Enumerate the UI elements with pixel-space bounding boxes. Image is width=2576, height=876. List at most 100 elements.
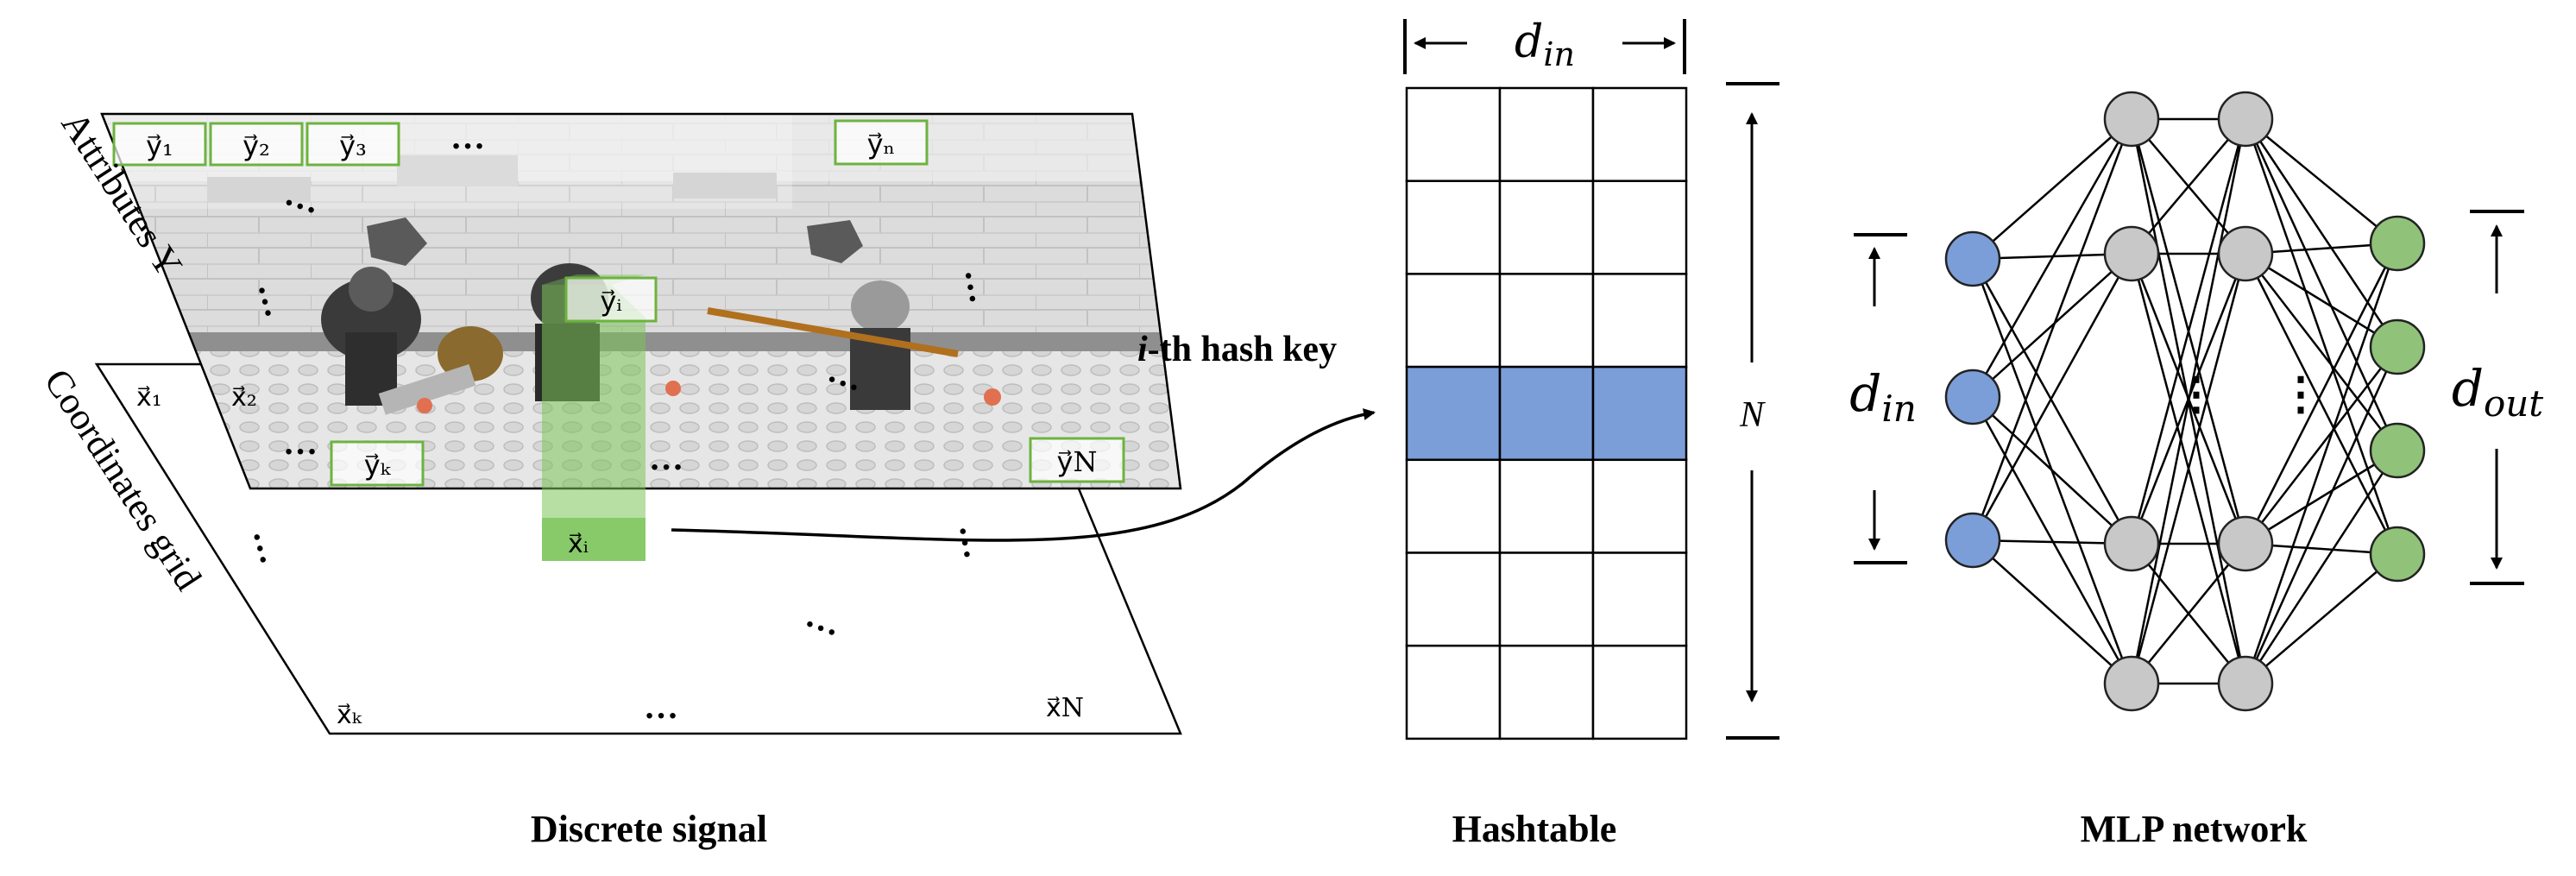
svg-text:y⃗₂: y⃗₂: [242, 129, 270, 162]
mlp-edge: [2131, 118, 2246, 255]
hashtable-cell: [1591, 86, 1688, 182]
mlp-edge: [2245, 449, 2398, 545]
tag-yN: y⃗N: [1029, 437, 1125, 483]
svg-text:…: …: [958, 265, 1002, 306]
hashtable-cell: [1591, 180, 1688, 275]
mlp-edge: [2130, 253, 2247, 684]
hashtable-cell: [1498, 644, 1595, 741]
width-label: din: [1515, 16, 1575, 73]
coord-x1: x⃗₁: [136, 382, 162, 413]
arrow-path: [671, 408, 1376, 542]
hashtable-cell: [1405, 180, 1502, 275]
svg-text:…: …: [450, 117, 485, 156]
hashtable-grid: [1405, 86, 1688, 741]
input-node: [1944, 230, 2001, 287]
coord-xN: x⃗N: [1046, 693, 1084, 723]
svg-text:y⃗ₖ: y⃗ₖ: [364, 449, 392, 482]
output-node: [2369, 422, 2426, 479]
mlp-edge: [1972, 253, 2132, 398]
mlp-edge: [1971, 258, 2133, 545]
coord-xk: x⃗ₖ: [337, 700, 362, 730]
hidden-node: [2217, 515, 2274, 572]
hashtable-caption: Hashtable: [1452, 808, 1617, 850]
hashtable-cell: [1498, 273, 1595, 369]
mlp-edge: [2244, 118, 2399, 451]
hashtable-cell: [1591, 273, 1688, 369]
discrete-signal-panel: y⃗₁ y⃗₂ y⃗₃ y⃗ₙ y⃗ᵢ y⃗ₖ: [36, 104, 1182, 850]
hash-key-arrow: i-th hash key: [671, 330, 1376, 542]
svg-text:…: …: [649, 438, 683, 477]
hidden-node: [2217, 91, 2274, 148]
hashtable-cell: [1498, 180, 1595, 275]
svg-text:y⃗₃: y⃗₃: [339, 129, 367, 162]
mlp-edge: [2245, 346, 2398, 545]
mlp-output-annotation: dout: [2452, 210, 2543, 585]
svg-text:…: …: [644, 687, 678, 726]
coordinate-tags: x⃗₁ x⃗₂ x⃗ᵢ x⃗ₖ x⃗N: [136, 382, 1084, 730]
input-dim-label: din: [1849, 364, 1917, 430]
hidden-ellipsis-1: ⋮: [2174, 370, 2219, 419]
mlp-input-annotation: din: [1849, 233, 1917, 564]
minifig-right: [707, 280, 1001, 410]
svg-text:y⃗ᵢ: y⃗ᵢ: [600, 285, 621, 318]
output-node: [2369, 318, 2426, 375]
mlp-caption: MLP network: [2081, 808, 2308, 850]
mlp-edge: [1972, 396, 2132, 545]
hashtable-cell: [1405, 86, 1502, 182]
hash-key-label: i-th hash key: [1137, 330, 1337, 369]
mlp-edge: [2245, 553, 2398, 684]
mlp-edge: [1971, 118, 2133, 398]
hidden-ellipsis-2: ⋮: [2278, 370, 2323, 419]
mlp-panel: ⋮ ⋮ din dout MLP network: [1849, 91, 2543, 850]
mlp-edge: [2245, 253, 2398, 451]
mlp-edge: [2244, 243, 2399, 545]
hidden-node: [2103, 515, 2160, 572]
mlp-edge: [2245, 252, 2398, 349]
mlp-nodes: [1944, 91, 2426, 712]
hashtable-cell: [1498, 458, 1595, 554]
hashtable-cell: [1405, 458, 1502, 554]
output-dim-label: dout: [2452, 359, 2543, 425]
mlp-edge: [2245, 118, 2398, 244]
mlp-edge: [2244, 450, 2399, 684]
mlp-edge: [1972, 118, 2132, 260]
tag-y1: y⃗₁: [112, 122, 207, 167]
attribute-tags: y⃗₁ y⃗₂ y⃗₃ y⃗ₙ y⃗ᵢ y⃗ₖ: [112, 119, 1125, 487]
hashtable-cell: [1591, 644, 1688, 741]
hashtable-cell-highlighted: [1405, 365, 1502, 462]
tag-yn: y⃗ₙ: [834, 119, 929, 166]
hashtable-height-annotation: N: [1726, 82, 1779, 740]
output-node: [2369, 526, 2426, 583]
hashtable-cell: [1591, 458, 1688, 554]
svg-text:…: …: [283, 423, 318, 462]
hidden-node: [2217, 225, 2274, 282]
hashtable-cell: [1405, 551, 1502, 647]
discrete-signal-caption: Discrete signal: [531, 808, 767, 850]
mlp-edge: [1972, 539, 2132, 684]
input-node: [1944, 512, 2001, 569]
svg-text:y⃗N: y⃗N: [1057, 445, 1098, 478]
hashtable-cell: [1498, 86, 1595, 182]
hashtable-cell: [1405, 644, 1502, 741]
svg-text:y⃗₁: y⃗₁: [146, 129, 173, 162]
mlp-edge: [2130, 118, 2247, 545]
hashtable-cell: [1498, 551, 1595, 647]
mlp-edge: [2244, 118, 2399, 348]
mlp-edge: [2244, 243, 2399, 684]
coord-xi: x⃗ᵢ: [568, 529, 589, 559]
tag-yi: y⃗ᵢ: [564, 276, 658, 323]
tag-y2: y⃗₂: [209, 122, 304, 167]
hashtable-cell: [1405, 273, 1502, 369]
mlp-edge: [2244, 346, 2399, 684]
tag-y3: y⃗₃: [305, 122, 400, 167]
hashtable-cell: [1591, 551, 1688, 647]
hashtable-width-annotation: din: [1403, 16, 1686, 74]
tag-yk: y⃗ₖ: [330, 440, 425, 487]
input-node: [1944, 369, 2001, 425]
mlp-edge: [1971, 118, 2133, 541]
mlp-edge: [2244, 118, 2399, 555]
hashtable-cell-highlighted: [1591, 365, 1688, 462]
output-node: [2369, 215, 2426, 272]
mlp-edge: [2130, 118, 2247, 684]
